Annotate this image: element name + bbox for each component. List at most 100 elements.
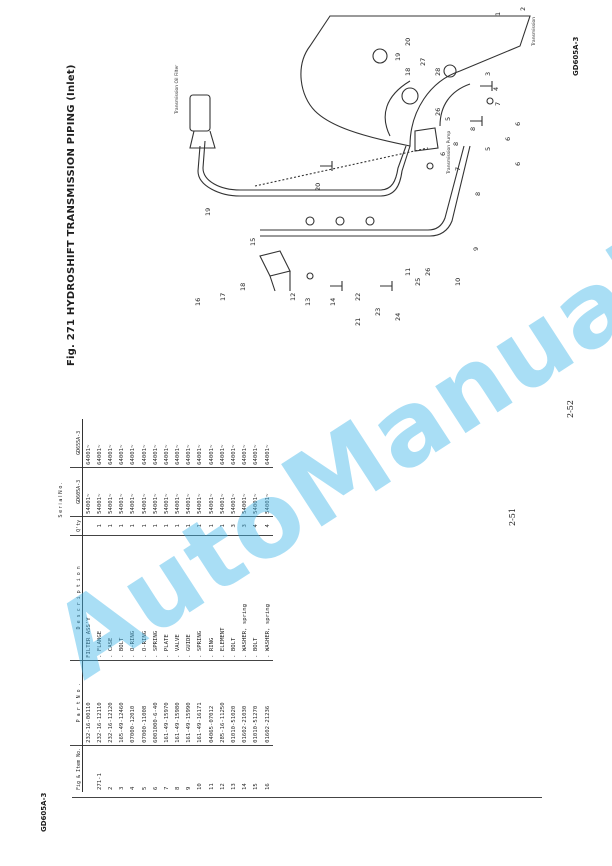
cell-part-no: 161-49-15990 (183, 660, 195, 746)
cell-serial-a: 54001~ (172, 467, 184, 517)
cell-description: . SPRING (150, 535, 162, 661)
callout-number: 25 (414, 278, 422, 286)
right-model-code: GD605A-3 (572, 36, 580, 76)
cell-part-no: 07000-12010 (127, 660, 139, 746)
cell-description: . WASHER, spring (239, 535, 251, 661)
callout-number: 17 (219, 293, 227, 301)
cell-fig-no: 15 (253, 783, 260, 790)
cell-fig-no: 5 (141, 786, 148, 790)
cell-qty: 1 (150, 516, 162, 536)
cell-qty: 1 (105, 516, 117, 536)
cell-fig-no (83, 745, 95, 792)
cell-part-no: 232-16-12120 (105, 660, 117, 746)
col-fig-no: Fig & Item No. (70, 745, 83, 792)
callout-number: 19 (204, 208, 212, 216)
callout-number: 19 (394, 53, 402, 61)
cell-description: . PLATE (161, 535, 173, 661)
cell-fig-no: 16 (264, 783, 271, 790)
cell-qty: 4 (262, 516, 274, 536)
cell-description: . BOLT (116, 535, 128, 661)
cell-qty (82, 516, 95, 536)
cell-part-no: 161-49-16171 (194, 660, 207, 746)
cell-part-no: 01602-21236 (262, 660, 274, 746)
cell-serial-b: 64001~ (228, 418, 240, 468)
label-transmission-oil-filter: Transmission Oil Filter (174, 65, 180, 115)
left-page-number: 2-51 (508, 508, 517, 526)
cell-fig-no: 3 (119, 786, 126, 790)
callout-number: 23 (374, 308, 382, 316)
cell-fig-no: 14 (242, 783, 249, 790)
cell-description: . VALVE (172, 535, 184, 661)
cell-description: . FLANGE (94, 535, 106, 661)
callout-number: 26 (434, 108, 442, 116)
cell-part-no: 07000-11008 (138, 660, 151, 746)
cell-fig-no: 12 (219, 783, 226, 790)
cell-description: . O-RING (138, 535, 151, 661)
col-part-no: P a r t N o . (70, 660, 83, 746)
callout-number: 6 (439, 152, 447, 156)
callout-number: 20 (404, 38, 412, 46)
cell-fig-no: 11 (208, 783, 215, 790)
callout-number: 13 (304, 298, 312, 306)
callout-number: 8 (452, 142, 460, 146)
transmission-outline (300, 15, 531, 147)
cell-serial-b: 64001~ (161, 418, 173, 468)
callout-number: 14 (329, 298, 337, 306)
transmission-pump (414, 127, 439, 152)
cell-description: . ELEMENT (217, 535, 229, 661)
col-serial-b: GD655A-3 (70, 418, 83, 468)
callout-number: 27 (419, 58, 427, 66)
callout-number: 6 (514, 162, 522, 166)
cell-qty: 1 (206, 516, 218, 536)
col-qty: Q'ty (70, 516, 83, 536)
callout-number: 16 (194, 298, 202, 306)
callout-number: 6 (514, 122, 522, 126)
parts-table: Fig & Item No. P a r t N o . D e s c r i… (70, 418, 274, 792)
cell-fig-no: 6 (152, 786, 159, 790)
cell-serial-b: 64001~ (206, 418, 218, 468)
cell-description: . RING (206, 535, 218, 661)
cell-serial-a: 54001~ (138, 467, 151, 517)
cell-serial-a: 54001~ (194, 467, 207, 517)
callout-number: 9 (472, 247, 480, 251)
cell-part-no: 01010-51020 (228, 660, 240, 746)
cell-serial-b: 64001~ (116, 418, 128, 468)
callout-number: 7 (494, 102, 502, 106)
cell-fig-no: 13 (231, 783, 238, 790)
cell-description: . WASHER, spring (262, 535, 274, 661)
callout-number: 20 (314, 183, 322, 191)
callout-number: 7 (454, 167, 462, 171)
cell-description: . BOLT (250, 535, 262, 661)
cell-serial-a: 54001~ (150, 467, 162, 517)
cell-serial-a: 54001~ (217, 467, 229, 517)
callout-number: 11 (404, 268, 412, 276)
cell-part-no: 285-16-11250 (217, 660, 229, 746)
cell-description: . CASE (105, 535, 117, 661)
cell-serial-b: 64001~ (82, 418, 95, 468)
label-transmission: Transmission (531, 17, 537, 47)
cell-qty: 1 (161, 516, 173, 536)
cell-part-no: 01602-21030 (239, 660, 251, 746)
right-page-number: 2-52 (566, 400, 575, 418)
cell-fig-no: 8 (175, 786, 182, 790)
callout-number: 1 (494, 12, 502, 16)
callout-number: 21 (354, 318, 362, 326)
callout-number: 5 (484, 147, 492, 151)
cell-serial-a: 54001~ (206, 467, 218, 517)
cell-qty: 1 (138, 516, 151, 536)
callout-number: 15 (249, 238, 257, 246)
cell-serial-a: 54001~ (82, 467, 95, 517)
cell-description: . O-RING (127, 535, 139, 661)
col-serial-a: GD605A-3 (70, 467, 83, 517)
callout-number: 8 (469, 127, 477, 131)
cell-description: FILTER ASS'Y (82, 535, 95, 661)
cell-description: . BOLT (228, 535, 240, 661)
cell-serial-b: 64001~ (150, 418, 162, 468)
